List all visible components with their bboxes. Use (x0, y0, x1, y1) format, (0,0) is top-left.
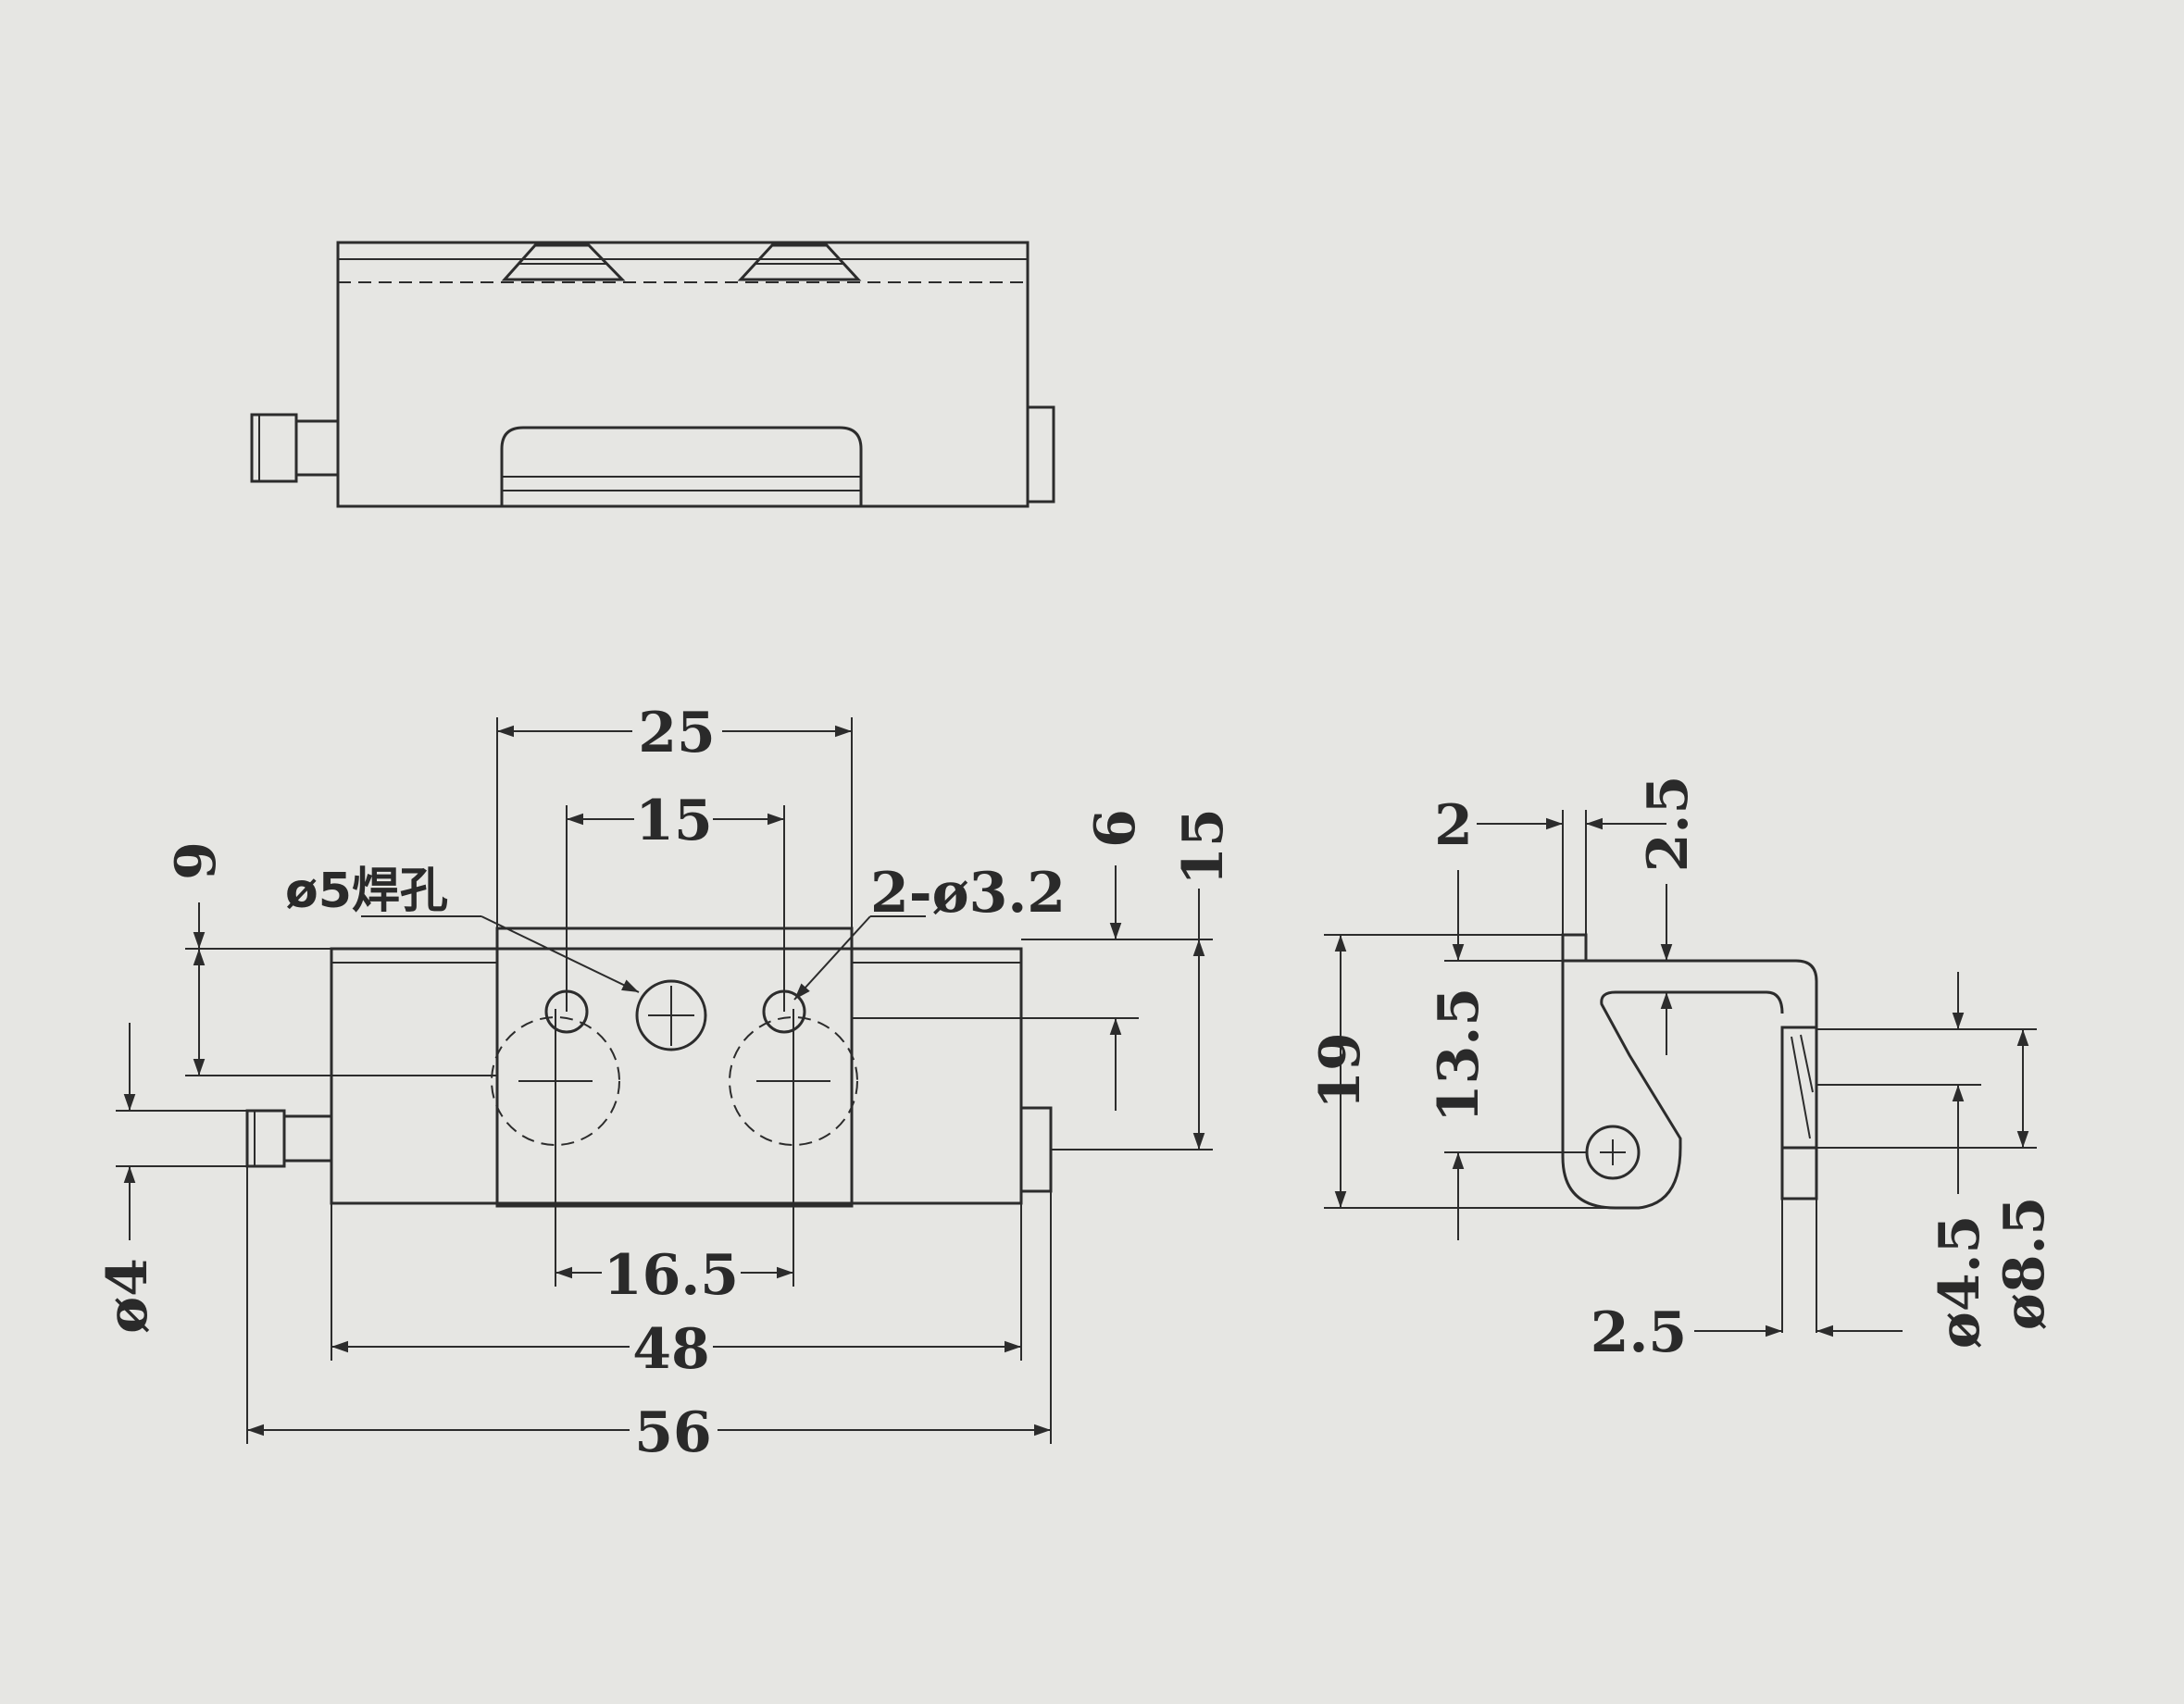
dim-19: 19 (1308, 1032, 1373, 1110)
dim-phi4: ø4 (95, 1258, 160, 1334)
dim-25: 25 (638, 701, 716, 765)
dim-15: 15 (635, 789, 713, 853)
dim-2: 2 (1434, 793, 1473, 858)
side-view: 2 2.5 19 13.5 2.5 ø4.5 ø8.5 (1308, 776, 2057, 1365)
dim-phi8-5: ø8.5 (1992, 1197, 2057, 1330)
front-view: 25 15 16.5 48 56 9 ø4 6 15 ø5焊孔 2-ø3.2 (95, 701, 1236, 1465)
dim-2-5-bottom: 2.5 (1591, 1300, 1687, 1365)
dim-15-right: 15 (1171, 808, 1236, 886)
dim-phi4-5: ø4.5 (1928, 1215, 1992, 1349)
dim-13-5: 13.5 (1427, 988, 1491, 1123)
label-weld-hole: ø5焊孔 (285, 864, 448, 919)
dim-6: 6 (1083, 809, 1148, 848)
label-holes: 2-ø3.2 (870, 861, 1066, 926)
dim-9: 9 (164, 841, 229, 880)
top-view (250, 241, 1055, 508)
dim-48: 48 (632, 1317, 710, 1382)
dim-2-5-top: 2.5 (1636, 776, 1701, 872)
dim-16-5: 16.5 (604, 1243, 739, 1308)
dim-56: 56 (634, 1400, 712, 1465)
